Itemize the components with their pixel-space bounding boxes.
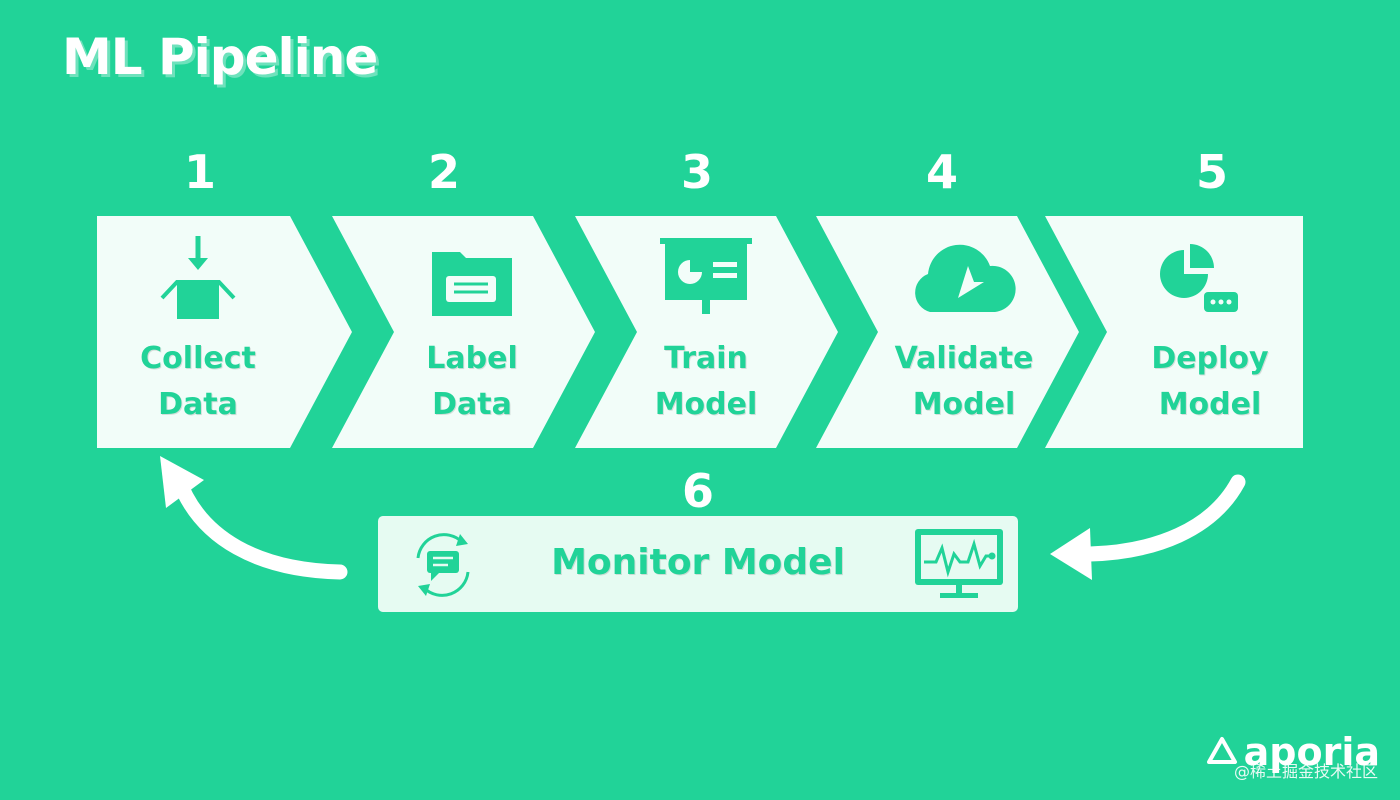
step-label-2-line2: Data (432, 387, 512, 422)
folder-icon (432, 252, 512, 316)
monitor-chart-icon (915, 529, 1003, 598)
step-label-4-line2: Model (912, 387, 1016, 422)
presentation-board-icon (660, 238, 752, 314)
step-label-3: Train Model (606, 336, 806, 428)
step-number-6: 6 (681, 464, 714, 518)
return-arrowhead-right (1050, 528, 1092, 580)
pie-chart-chat-icon (1160, 244, 1238, 312)
step-label-5: Deploy Model (1110, 336, 1310, 428)
cloud-cursor-icon (915, 244, 1016, 312)
box-download-icon (160, 236, 236, 319)
chevron-step-1 (97, 216, 352, 448)
step-label-1-line2: Data (158, 387, 238, 422)
monitor-model-panel: Monitor Model (378, 516, 1018, 612)
step-label-5-line2: Model (1158, 387, 1262, 422)
step-label-4: Validate Model (864, 336, 1064, 428)
chevron-step-4 (816, 216, 1079, 448)
chevron-step-3 (575, 216, 838, 448)
aporia-logo-icon (1206, 737, 1237, 764)
step-label-3-line1: Train (664, 341, 748, 376)
monitor-model-label: Monitor Model (551, 542, 845, 583)
watermark-text: @稀土掘金技术社区 (1233, 762, 1378, 781)
step-label-2-line1: Label (426, 341, 518, 376)
step-label-4-line1: Validate (894, 341, 1034, 376)
return-arrow-left (170, 470, 348, 580)
step-number-3: 3 (680, 145, 713, 199)
return-arrowhead-left (160, 456, 204, 508)
aporia-logo-text: aporia (1243, 730, 1380, 774)
aporia-logo: aporia (1206, 730, 1380, 774)
refresh-chat-icon (416, 533, 470, 597)
page-title: ML Pipeline (62, 28, 378, 86)
step-number-1: 1 (183, 145, 216, 199)
step-label-3-line2: Model (654, 387, 758, 422)
step-label-5-line1: Deploy (1151, 341, 1269, 376)
step-number-4: 4 (925, 145, 958, 199)
step-number-2: 2 (427, 145, 460, 199)
chevron-step-5 (1045, 216, 1303, 448)
step-number-5: 5 (1195, 145, 1228, 199)
step-label-2: Label Data (372, 336, 572, 428)
chevron-step-2 (332, 216, 595, 448)
step-label-1-line1: Collect (140, 341, 256, 376)
step-label-1: Collect Data (98, 336, 298, 428)
return-arrow-right (1082, 474, 1246, 562)
